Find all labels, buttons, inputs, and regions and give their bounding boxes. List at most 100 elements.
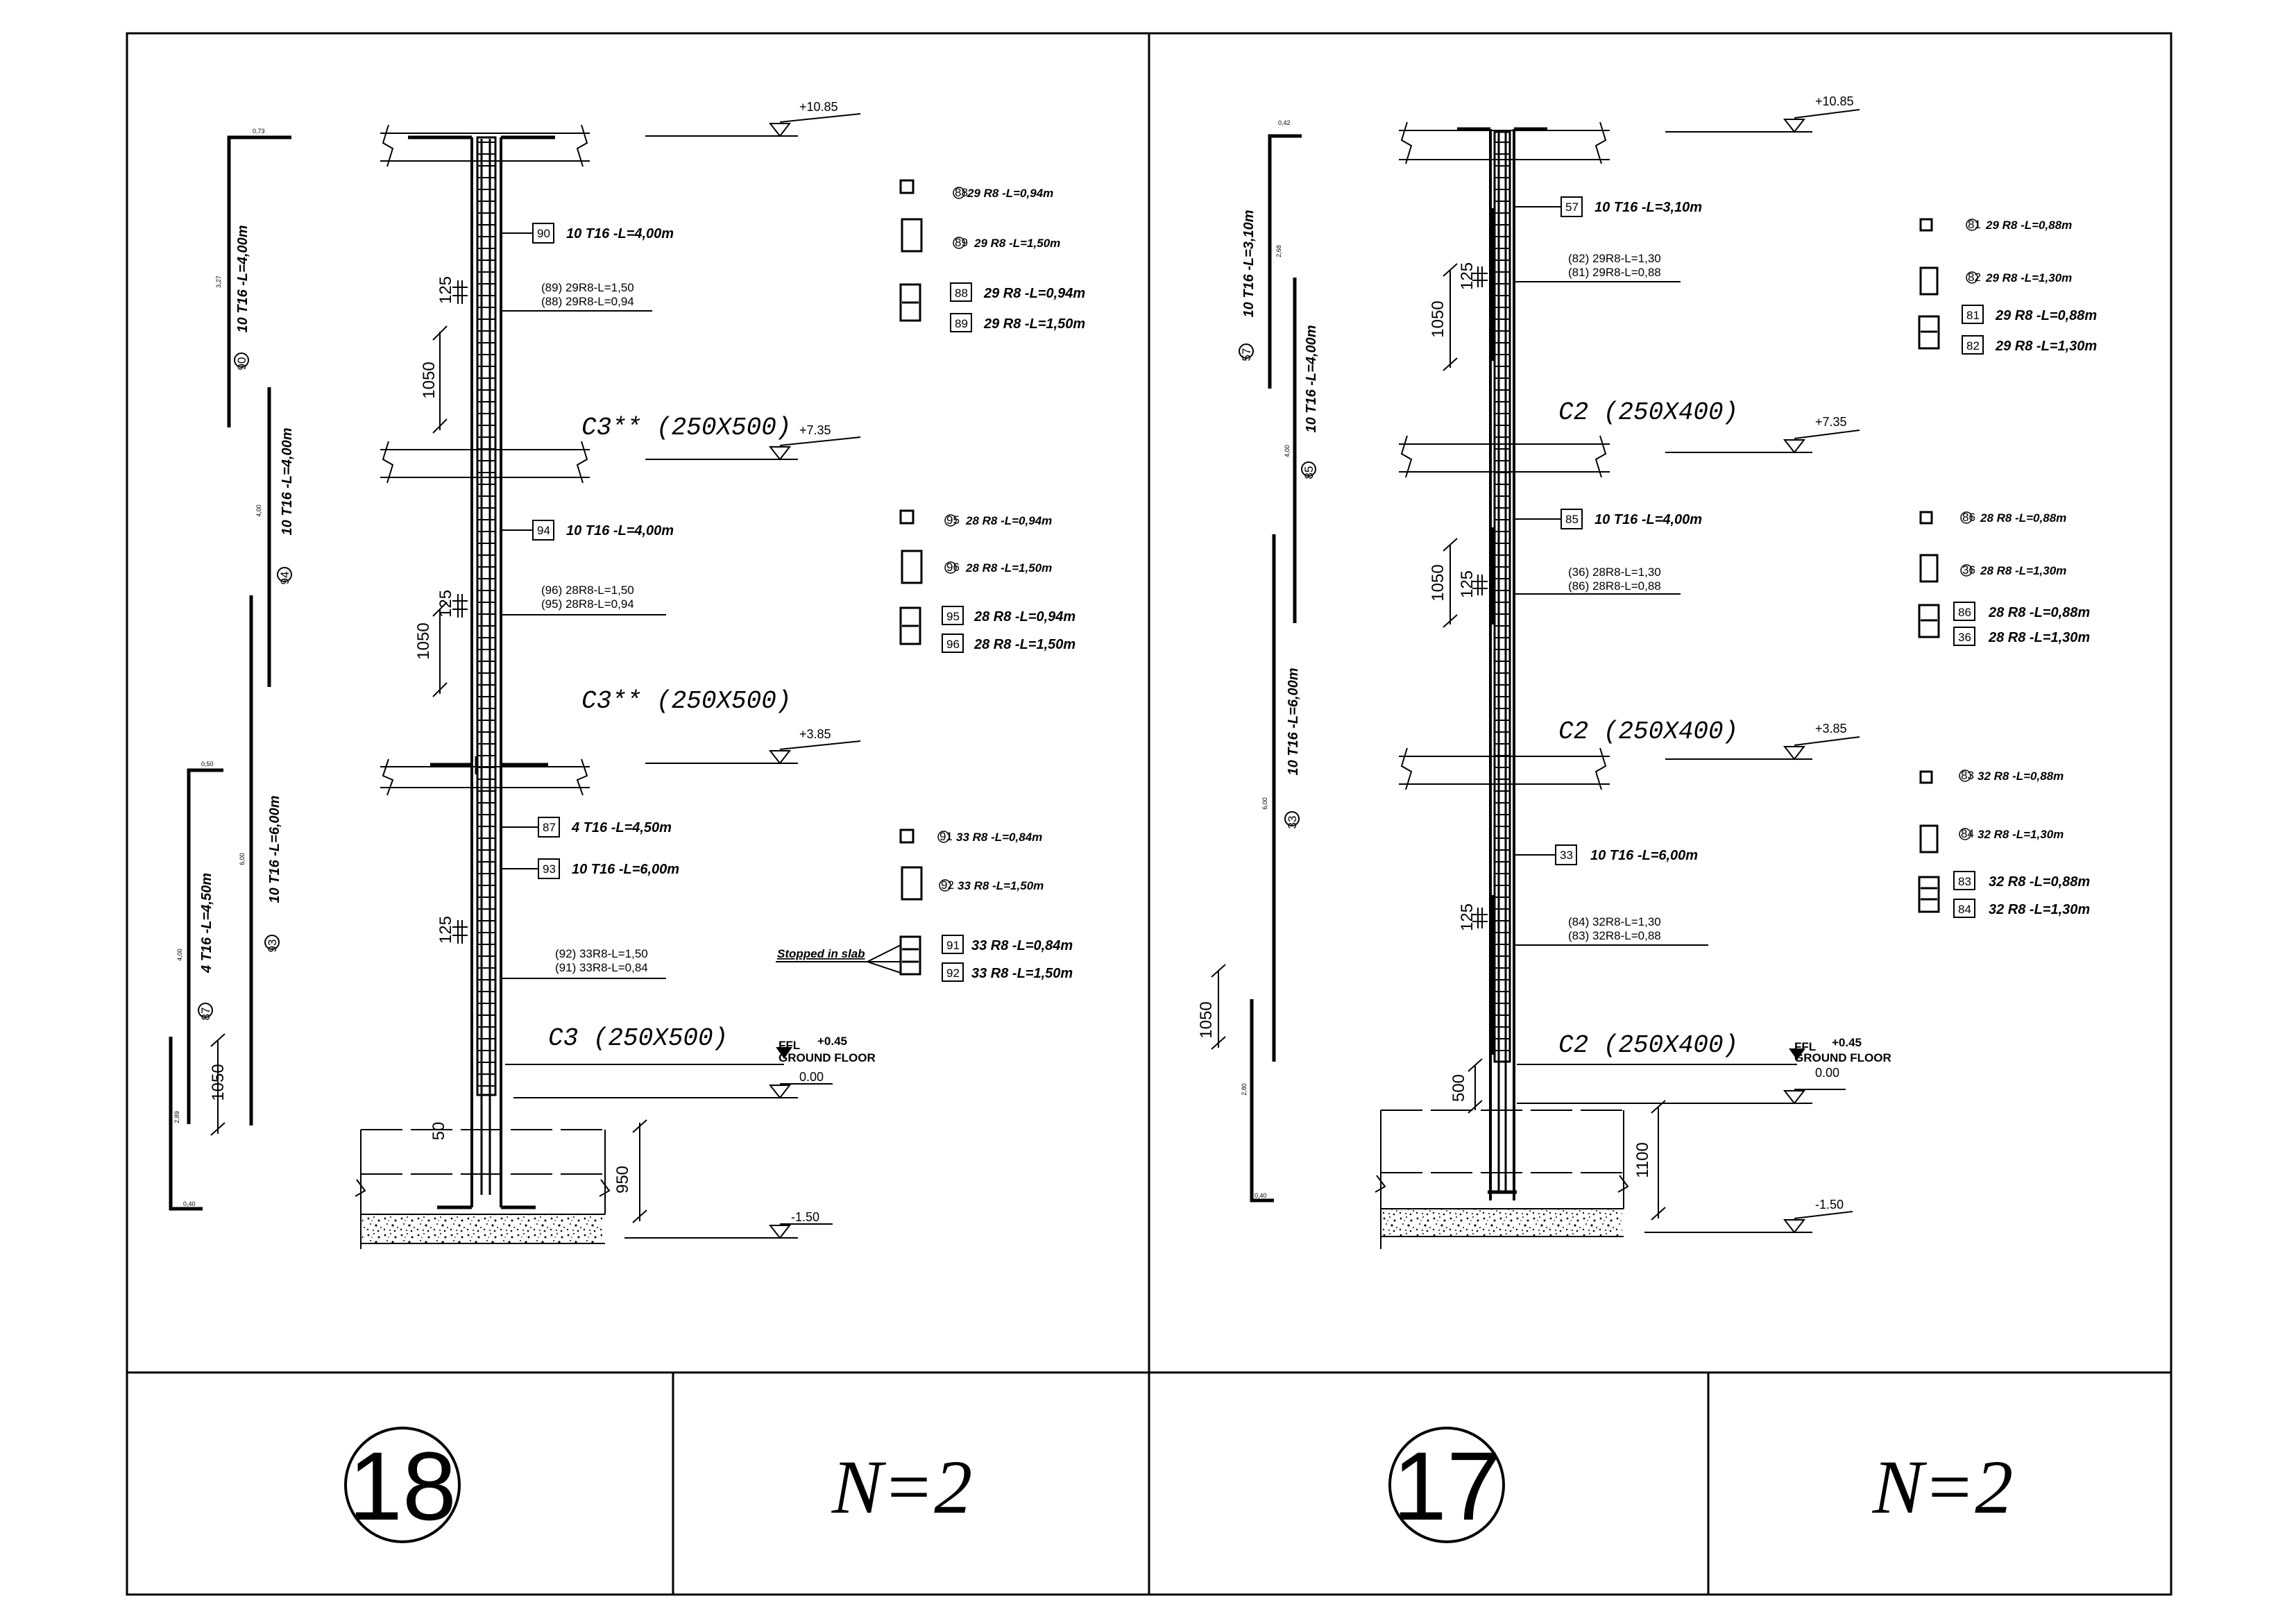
detail-small: 33 R8 -L=1,50m (958, 879, 1044, 892)
level-markers (505, 113, 861, 1239)
callout-num: 57 (1565, 201, 1579, 214)
detail-number: 17 (1393, 1431, 1501, 1540)
detail-small: 32 R8 -L=1,30m (1978, 828, 2064, 841)
detail-box-num: 82 (1966, 339, 1980, 352)
level-2: +7.35 (799, 423, 831, 437)
stopped-note-leader (776, 944, 901, 974)
section-label: C2 (250X400) (1558, 717, 1738, 746)
bar-shape-dims (1211, 964, 1226, 1050)
detail-small: 28 R8 -L=0,94m (965, 514, 1052, 527)
section-label: C2 (250X400) (1558, 1031, 1738, 1060)
stirrup-details (1918, 218, 1940, 913)
tag-circle (1959, 828, 1971, 840)
level-ground: 0.00 (799, 1070, 824, 1084)
spacing-dim: 125 (1458, 570, 1477, 598)
bar-shapes (169, 135, 291, 1211)
bar-num: 85 (1302, 466, 1316, 479)
bar-callouts (501, 223, 666, 979)
stirrup-label: (92) 33R8-L=1,50 (555, 947, 648, 960)
lap-dim: 1050 (414, 622, 433, 659)
quantity-label: N=2 (831, 1445, 973, 1529)
bar-text: 10 T16 -L=6,00m (1286, 668, 1301, 775)
detail-small: 95 (946, 513, 960, 527)
column-elevation (408, 135, 555, 1209)
tag-circle (1959, 770, 1971, 782)
bar-side: 6,00 (1261, 797, 1268, 810)
tag-circle (944, 514, 957, 527)
callout-num: 94 (537, 524, 550, 537)
detail-small: 28 R8 -L=1,30m (1980, 564, 2066, 577)
detail-box-num: 84 (1958, 903, 1971, 916)
bar-text: 10 T16 -L=4,00m (1304, 325, 1319, 432)
callout-text: 10 T16 -L=4,00m (566, 523, 674, 538)
bar-top: 0,73 (253, 128, 265, 135)
tag-circle (1960, 511, 1973, 524)
detail-small: 29 R8 -L=0,88m (1985, 219, 2072, 232)
detail-box-num: 86 (1958, 606, 1971, 619)
panel-18: 18 N=2 (169, 100, 1085, 1543)
detail-box-text: 28 R8 -L=0,88m (1988, 605, 2090, 620)
detail-box-num: 36 (1958, 631, 1971, 644)
callout-text: 10 T16 -L=4,00m (1595, 512, 1702, 527)
stirrup-label: (88) 29R8-L=0,94 (541, 295, 634, 308)
stirrup-label: (96) 28R8-L=1,50 (541, 584, 634, 597)
ffl-floor: GROUND FLOOR (1794, 1051, 1891, 1064)
level-footing: -1.50 (1815, 1198, 1844, 1212)
stirrup-details (899, 179, 923, 976)
detail-number-circle (344, 1427, 461, 1543)
detail-small: 92 (941, 878, 954, 892)
bar-num: 94 (278, 572, 291, 585)
ffl-value: +0.45 (817, 1035, 847, 1048)
detail-box-text: 29 R8 -L=1,50m (983, 316, 1085, 332)
spacing-dim: 125 (1458, 262, 1477, 290)
detail-small: 91 (939, 830, 953, 843)
level-top: +10.85 (799, 100, 838, 114)
footing (355, 1119, 647, 1249)
detail-small: 33 R8 -L=0,84m (956, 831, 1042, 844)
bar-tag-circle (1284, 811, 1300, 826)
column-elevation (1457, 127, 1547, 1200)
callout-num: 85 (1565, 513, 1579, 526)
level-1: +3.85 (799, 727, 831, 741)
stirrup-label: (36) 28R8-L=1,30 (1568, 566, 1661, 579)
section-label: C3 (250X500) (548, 1024, 728, 1053)
detail-small: 36 (1962, 563, 1975, 577)
level-markers (1517, 109, 1860, 1234)
lap-dim: 1050 (1429, 564, 1447, 601)
splice-dim: 500 (1449, 1074, 1468, 1102)
detail-box-num: 83 (1958, 875, 1971, 888)
detail-small: 28 R8 -L=0,88m (1980, 511, 2066, 525)
lap-dim: 1050 (420, 362, 439, 398)
callout-text: 10 T16 -L=4,00m (566, 226, 674, 241)
bar-num: 93 (266, 940, 279, 953)
bar-tag-circle (264, 935, 280, 950)
bar-num: 33 (1286, 816, 1299, 829)
bar-lap: 1050 (1197, 1001, 1216, 1038)
callout-text: 10 T16 -L=6,00m (1590, 848, 1698, 863)
tag-circle (937, 831, 950, 843)
bar-callouts (1514, 196, 1708, 946)
detail-small: 86 (1962, 511, 1975, 524)
stirrup-label: (82) 29R8-L=1,30 (1568, 252, 1661, 265)
section-label: C3** (250X500) (581, 687, 791, 715)
tag-circle (953, 187, 965, 199)
bar-side: 4,00 (176, 949, 183, 961)
bar-side: 3,27 (215, 275, 222, 288)
tag-circle (944, 561, 957, 574)
ffl-label: FFL (1794, 1040, 1816, 1053)
stirrup-label: (91) 33R8-L=0,84 (555, 961, 648, 974)
bar-tag-circle (234, 352, 249, 368)
callout-num: 90 (537, 227, 550, 240)
detail-number: 18 (348, 1431, 457, 1540)
callout-num: 87 (543, 821, 556, 834)
detail-box-num: 88 (955, 287, 968, 300)
level-2: +7.35 (1815, 415, 1847, 429)
bar-num: 57 (1240, 348, 1253, 362)
bar-tag-circle (1239, 343, 1254, 359)
bar-text: 10 T16 -L=4,00m (235, 225, 250, 332)
dim-lines (1443, 263, 1488, 928)
footing-depth: 1100 (1633, 1142, 1652, 1178)
stirrup-label: (83) 32R8-L=0,88 (1568, 929, 1661, 942)
bar-side: 2,68 (1275, 245, 1282, 257)
